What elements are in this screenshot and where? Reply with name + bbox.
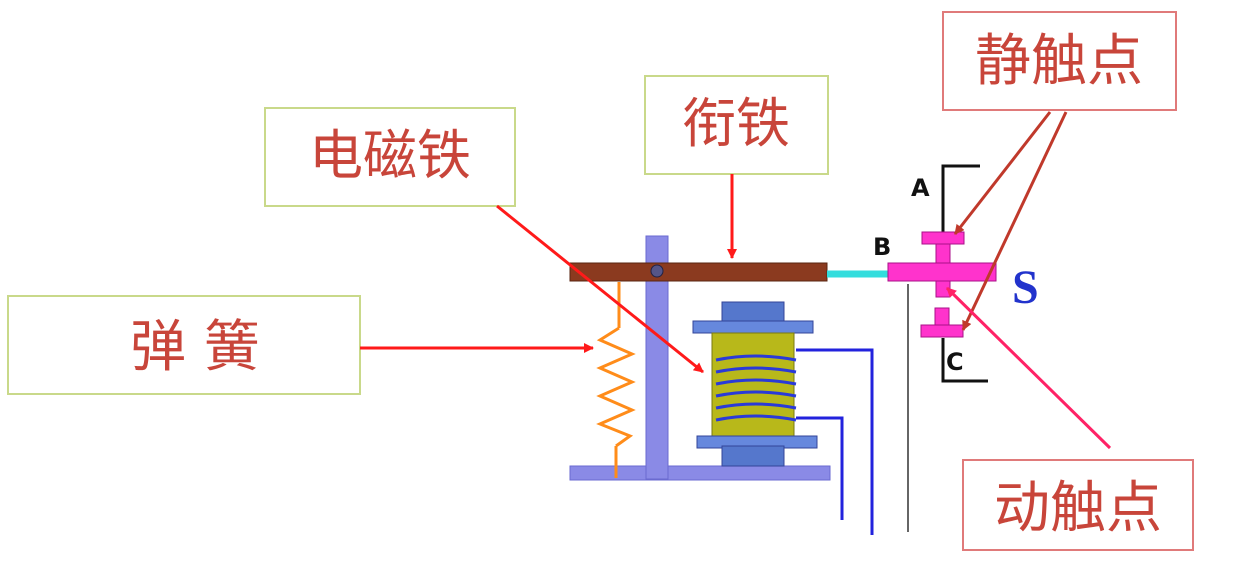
- label-spring-text: 弹 簧: [130, 315, 260, 380]
- label-armature: 衔铁: [644, 75, 829, 175]
- flange-top: [692, 320, 814, 334]
- terminal-a-bracket: [941, 164, 980, 232]
- label-electromagnet-text: 电磁铁: [309, 124, 471, 187]
- base-plate: [569, 465, 831, 481]
- static-contact-lower-tip: [934, 307, 950, 327]
- terminal-c-label: C: [946, 348, 964, 376]
- label-static-contact-text: 静触点: [975, 29, 1143, 94]
- coil-windings: [715, 354, 797, 422]
- label-electromagnet: 电磁铁: [264, 107, 516, 207]
- coil-wires: [796, 348, 874, 535]
- static-contact-upper: [921, 231, 965, 245]
- coil-body: [711, 332, 795, 438]
- terminal-c-bracket: [941, 338, 988, 383]
- pivot: [650, 264, 664, 278]
- arrow-moving-contact: [945, 286, 1112, 450]
- terminal-a-label: A: [911, 174, 930, 202]
- static-contact-upper-tip: [935, 243, 951, 265]
- moving-contact-arm: [887, 262, 997, 282]
- arrow-electromagnet: [496, 204, 704, 374]
- switch-s-label: S: [1012, 261, 1039, 314]
- label-moving-contact: 动触点: [962, 459, 1194, 551]
- core-bottom: [721, 445, 785, 467]
- terminal-b-label: B: [873, 233, 891, 261]
- label-spring: 弹 簧: [7, 295, 361, 395]
- pointer-arrows: [360, 111, 1112, 450]
- support-post: [645, 235, 669, 480]
- arrow-static-lower: [961, 111, 1068, 331]
- static-contact-lower: [920, 324, 964, 338]
- contacts: A B C S: [873, 164, 1039, 532]
- arrow-static-upper: [953, 111, 1052, 235]
- label-armature-text: 衔铁: [682, 92, 790, 155]
- electromagnet: [692, 301, 818, 467]
- label-moving-contact-text: 动触点: [994, 476, 1162, 541]
- label-static-contact: 静触点: [942, 11, 1177, 111]
- armature-bar: [569, 262, 828, 282]
